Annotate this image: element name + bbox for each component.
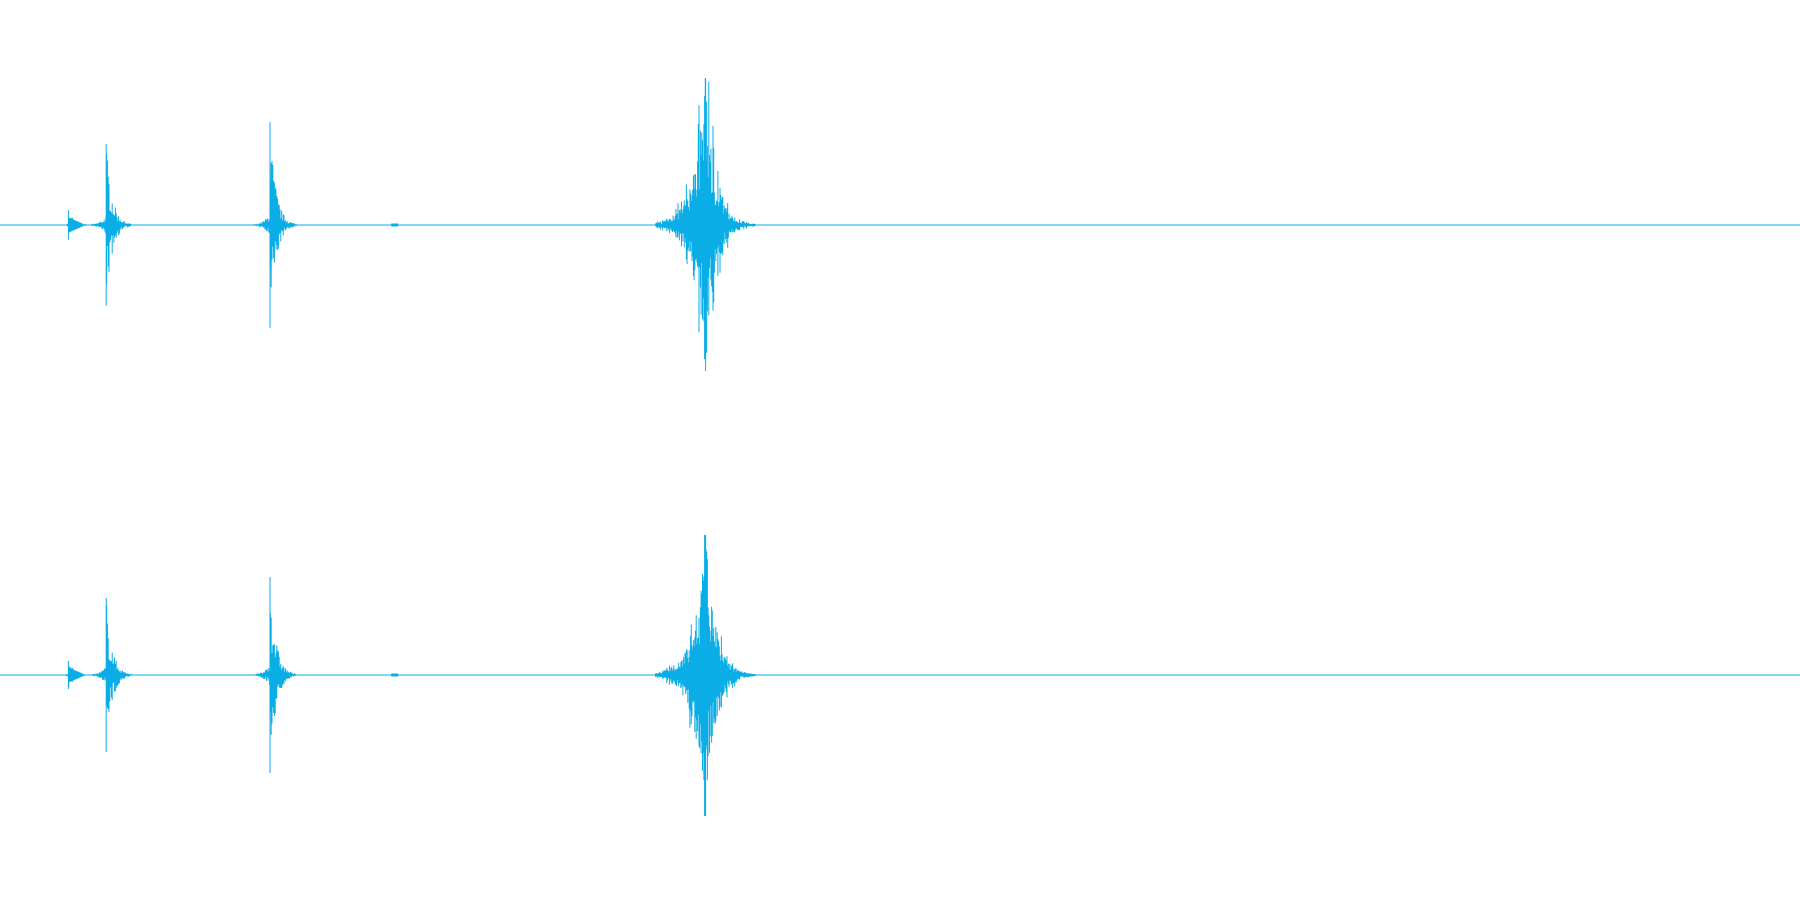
waveform-transient xyxy=(65,661,85,689)
waveform-transient xyxy=(255,577,296,773)
waveform-transient xyxy=(91,144,132,306)
waveform-channel-2[interactable] xyxy=(0,535,1800,816)
waveform-transient xyxy=(391,223,399,227)
waveform-channel-1[interactable] xyxy=(0,78,1800,371)
waveform-transient xyxy=(66,210,87,240)
waveform-transient xyxy=(92,598,132,752)
waveform-transient xyxy=(253,122,297,328)
waveform-transient xyxy=(655,78,761,371)
waveform-transient xyxy=(655,535,761,816)
waveform-transient xyxy=(391,673,399,677)
